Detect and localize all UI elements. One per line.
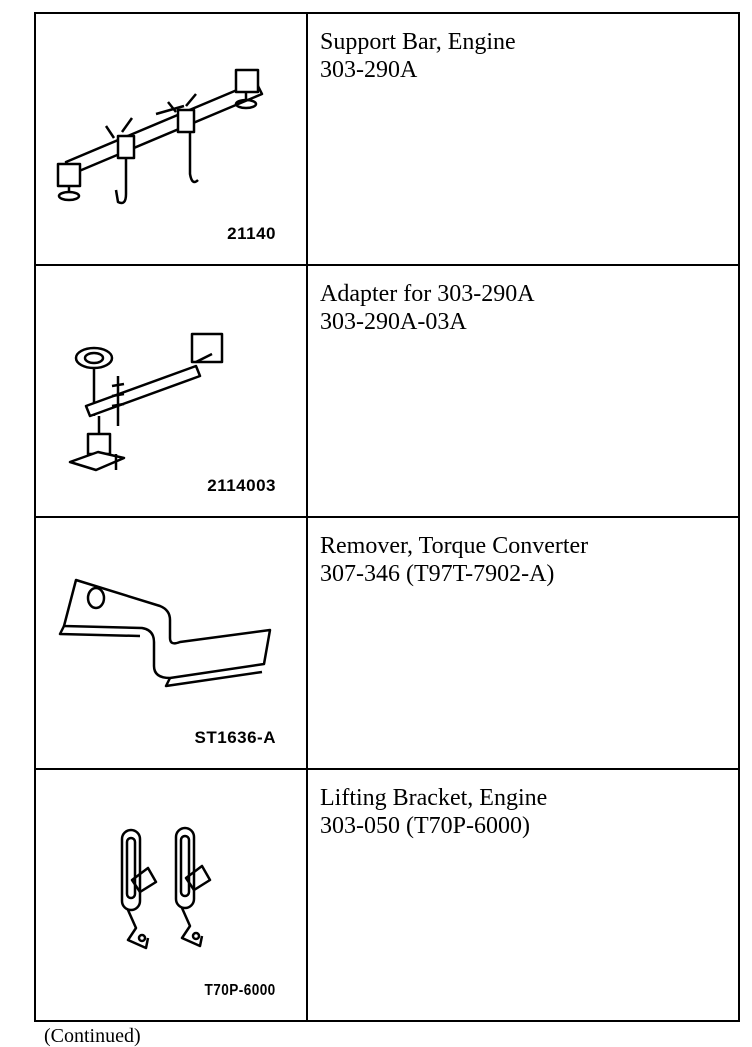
tool-description-cell: Adapter for 303-290A 303-290A-03A (306, 264, 740, 518)
tool-number: 303-290A (320, 57, 418, 83)
adapter-icon (68, 332, 224, 472)
special-tools-table: 21140 Support Bar, Engine 303-290A (34, 12, 740, 1022)
table-row: 2114003 Adapter for 303-290A 303-290A-03… (34, 264, 740, 518)
image-code: T70P-6000 (204, 982, 276, 999)
image-code: ST1636-A (194, 728, 276, 747)
image-code: 21140 (227, 224, 276, 243)
tool-description-cell: Support Bar, Engine 303-290A (306, 12, 740, 266)
tool-illustration-cell: ST1636-A (34, 516, 308, 770)
tool-name: Remover, Torque Converter (320, 533, 589, 559)
lifting-bracket-icon (120, 826, 212, 950)
tool-description-cell: Remover, Torque Converter 307-346 (T97T-… (306, 516, 740, 770)
tool-illustration-cell: 21140 (34, 12, 308, 266)
engine-support-bar-icon (56, 68, 264, 205)
table-row: 21140 Support Bar, Engine 303-290A (34, 12, 740, 266)
tool-number: 307-346 (T97T-7902-A) (320, 561, 555, 587)
tool-illustration-cell: T70P-6000 (34, 768, 308, 1022)
tool-number: 303-290A-03A (320, 309, 467, 335)
table-row: ST1636-A Remover, Torque Converter 307-3… (34, 516, 740, 770)
torque-converter-remover-icon (58, 578, 272, 688)
tool-name: Lifting Bracket, Engine (320, 785, 548, 811)
tool-illustration-cell: 2114003 (34, 264, 308, 518)
tool-description-cell: Lifting Bracket, Engine 303-050 (T70P-60… (306, 768, 740, 1022)
continued-note: (Continued) (44, 1025, 141, 1047)
table-row: T70P-6000 Lifting Bracket, Engine 303-05… (34, 768, 740, 1022)
tool-number: 303-050 (T70P-6000) (320, 813, 530, 839)
tool-name: Adapter for 303-290A (320, 281, 535, 307)
image-code: 2114003 (207, 476, 276, 495)
tool-name: Support Bar, Engine (320, 29, 516, 55)
